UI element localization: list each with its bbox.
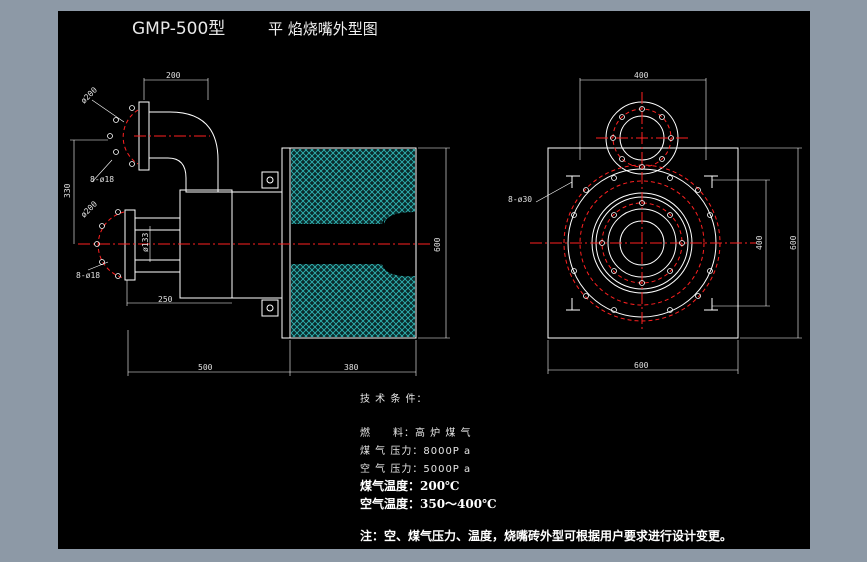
burner-brick-outline — [289, 147, 417, 339]
notes-line1: 燃 料：高 炉 煤 气 — [360, 426, 472, 439]
dim-bolt-bottom: 8-ø18 — [76, 271, 100, 280]
dim-front-top-width: 400 — [634, 71, 649, 80]
notes-line2: 煤 气 压力：8000P a — [360, 444, 471, 457]
front-bolt-holes — [571, 106, 713, 313]
dim-total-right: 380 — [344, 363, 359, 372]
dim-flange-top: ø200 — [79, 85, 99, 105]
elbow-inner — [149, 157, 232, 193]
dim-flange-bottom: ø200 — [79, 199, 99, 219]
dim-front-outer-height: 600 — [789, 235, 798, 250]
side-dimension-lines — [70, 78, 450, 376]
notes-remark: 注：空、煤气压力、温度，烧嘴砖外型可根据用户要求进行设计变更。 — [360, 528, 732, 543]
burner-brick-hatch — [291, 149, 415, 337]
dim-body-width: 250 — [158, 295, 173, 304]
front-centerlines — [530, 92, 756, 332]
notes-line3: 空 气 压力：5000P a — [360, 462, 471, 475]
mount-plate — [281, 147, 291, 339]
front-dimension-lines — [535, 78, 802, 374]
dim-side-height-right: 600 — [433, 237, 442, 252]
dim-side-top-width: 200 — [166, 71, 181, 80]
side-centerlines — [78, 109, 430, 279]
lug-top — [261, 171, 279, 189]
dim-front-bottom-width: 600 — [634, 361, 649, 370]
dim-total-left: 500 — [198, 363, 213, 372]
dim-front-bolt: 8-ø30 — [508, 195, 532, 204]
dim-bolt-top: 8-ø18 — [90, 175, 114, 184]
side-view — [124, 101, 417, 339]
technical-notes: 技 术 条 件： 燃 料：高 炉 煤 气 煤 气 压力：8000P a 空 气 … — [360, 392, 732, 543]
title-name: 平 焰烧嘴外型图 — [268, 20, 378, 38]
notes-heading: 技 术 条 件： — [360, 392, 428, 405]
gas-pipe — [134, 217, 181, 273]
dim-inner-dia: ø133 — [141, 233, 150, 252]
lug-bottom — [261, 299, 279, 317]
front-view — [547, 101, 739, 339]
side-bolt-holes — [94, 105, 135, 279]
dim-side-height: 330 — [63, 183, 72, 198]
dim-front-inner-height: 400 — [755, 235, 764, 250]
drawing-sheet — [58, 11, 810, 549]
bottom-flange — [124, 209, 136, 281]
elbow-outer — [149, 111, 232, 193]
notes-line5: 空气温度：350～400℃ — [360, 496, 496, 511]
notes-line4: 煤气温度：200℃ — [360, 478, 459, 493]
title-model: GMP-500型 — [132, 19, 225, 39]
